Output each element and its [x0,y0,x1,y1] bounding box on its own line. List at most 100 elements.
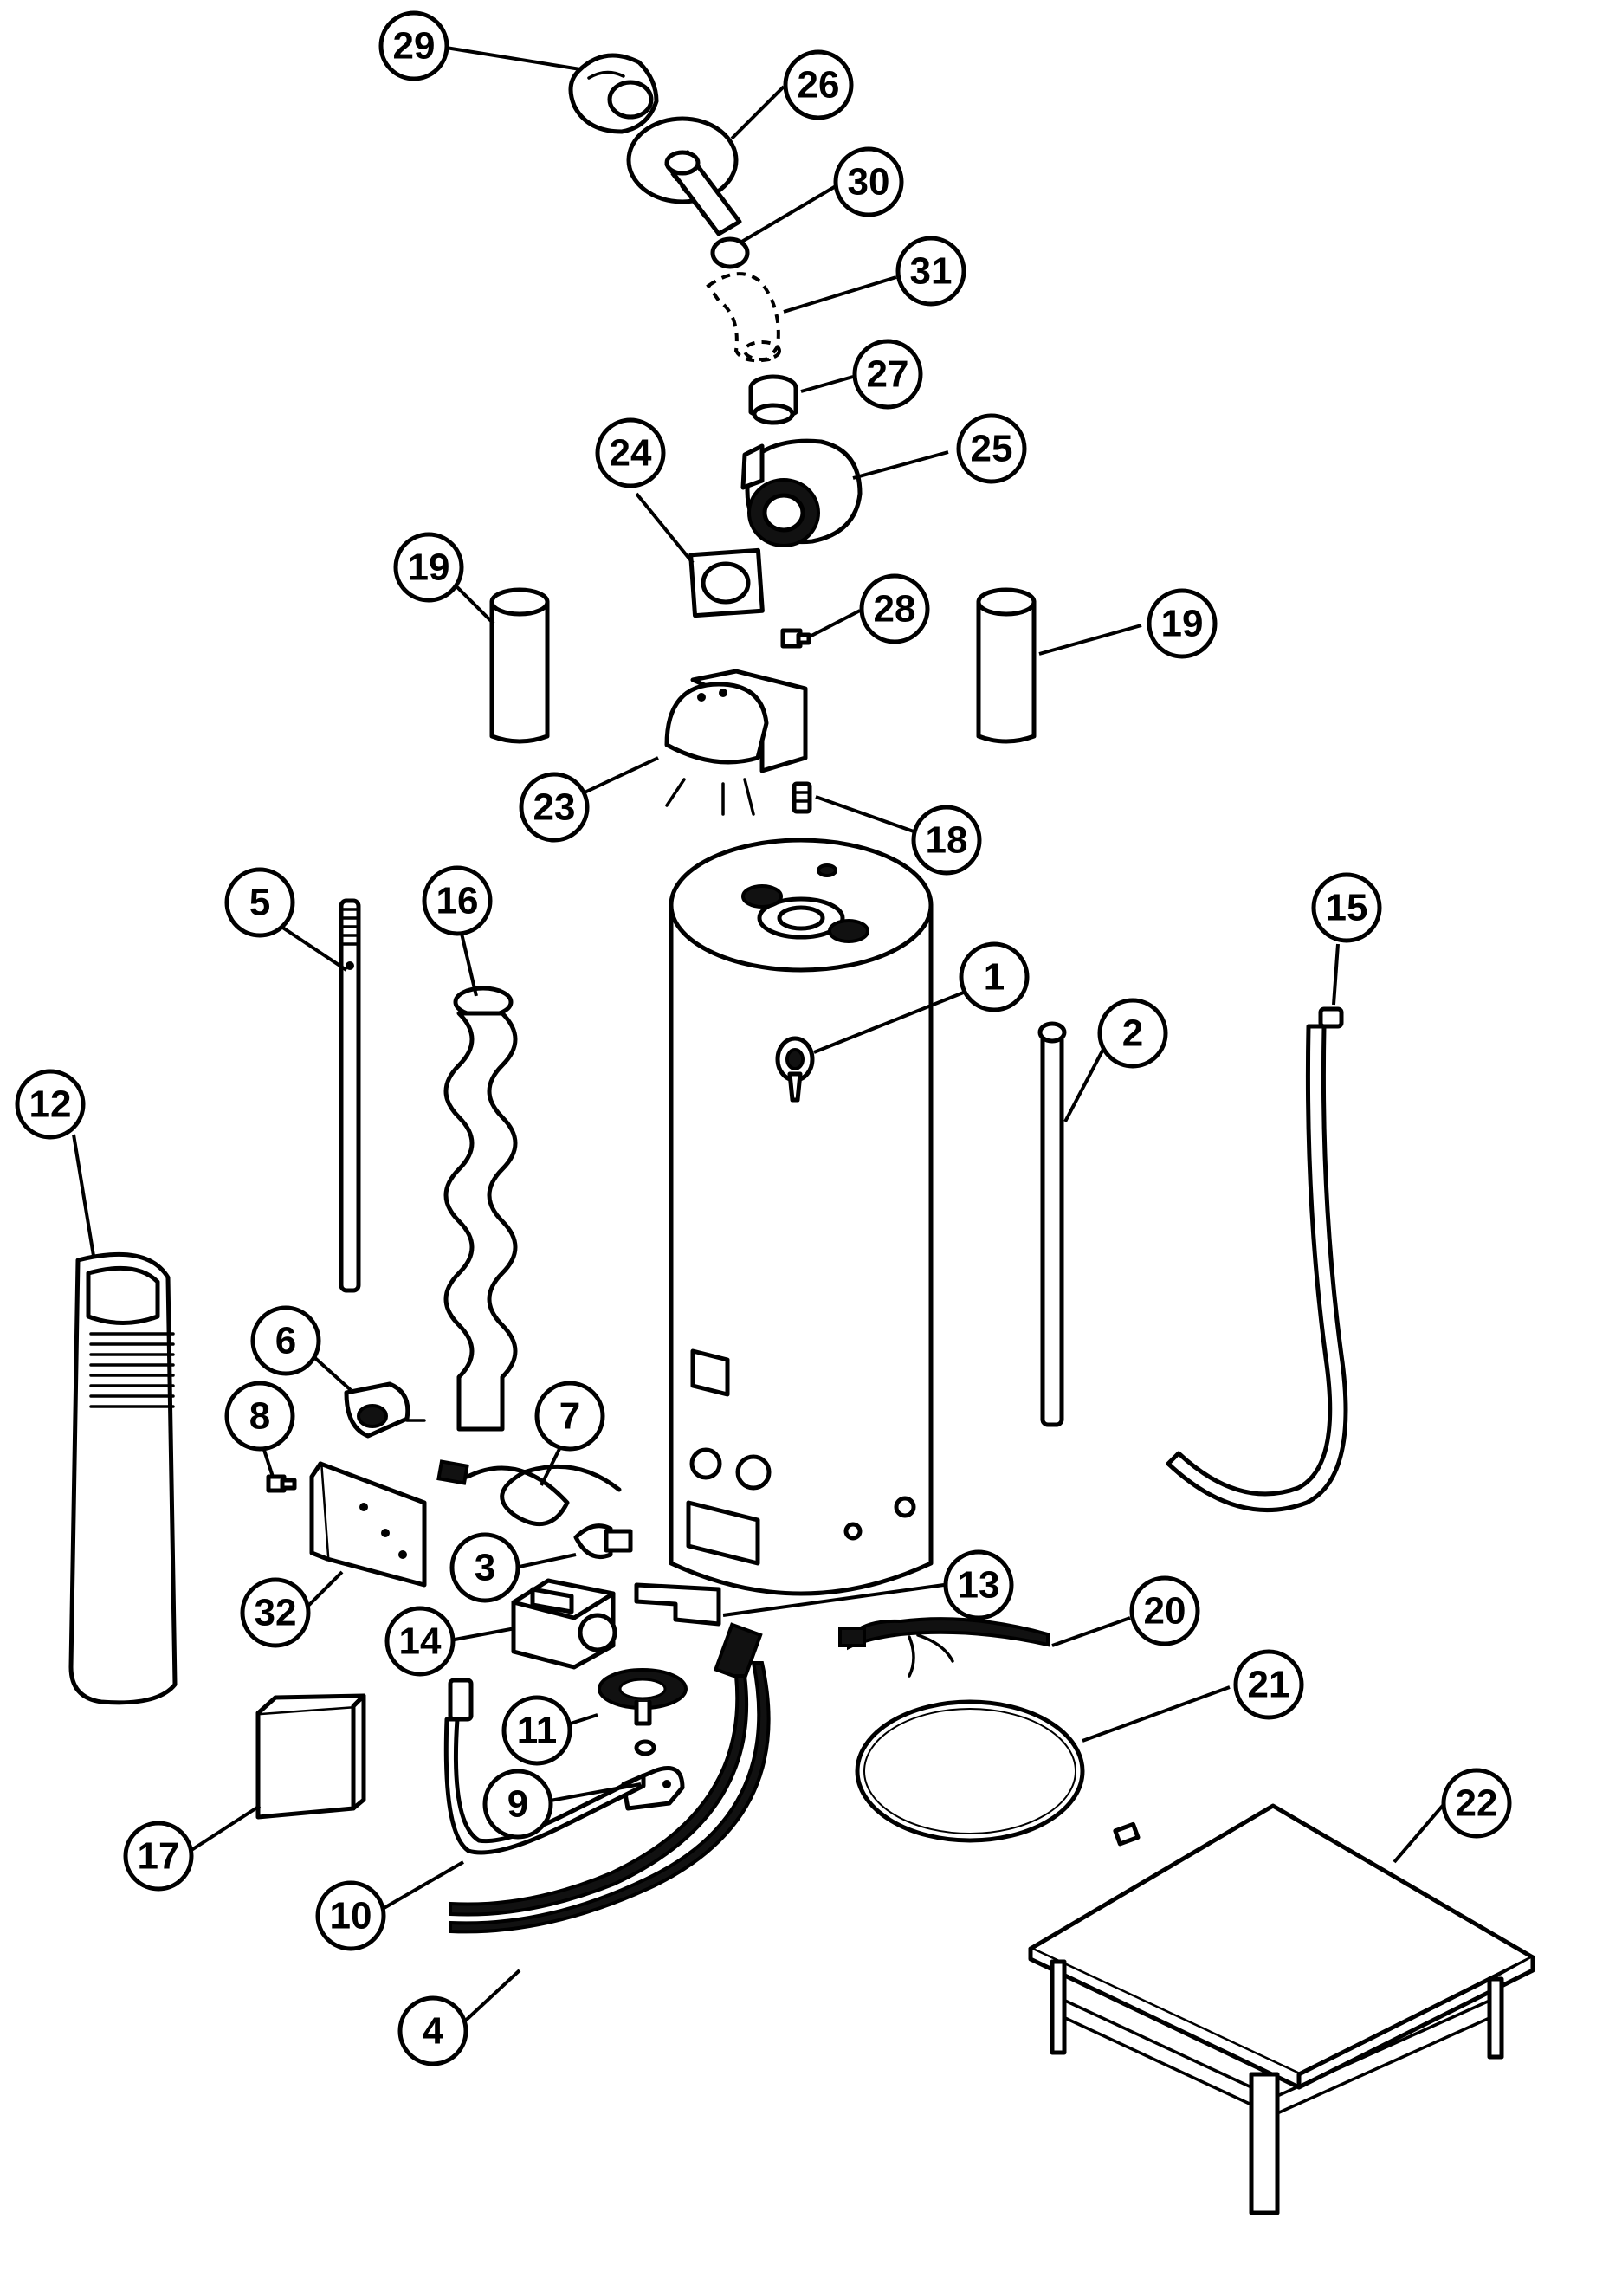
callout-32: 32 [240,1577,311,1648]
part-9-pilot-bracket [621,1739,685,1811]
water-heater-tank [669,838,934,1596]
part-27-vent-adapter [748,374,798,425]
callout-15: 15 [1311,872,1382,943]
part-5-anode-rod [339,898,361,1293]
part-19-heat-trap-left [489,587,550,744]
part-15-dip-tube [1166,1006,1348,1513]
part-1-drain-valve [775,1036,815,1103]
callout-label: 10 [330,1895,372,1937]
part-24-gasket [688,547,765,618]
callout-label: 15 [1326,887,1368,929]
callout-label: 23 [533,786,576,829]
callout-label: 29 [393,25,436,68]
part-8-screw [266,1474,297,1493]
callout-27: 27 [852,339,923,410]
callout-10: 10 [315,1880,386,1951]
part-31-vent-elbow-dashed [706,272,781,363]
callout-label: 12 [29,1083,72,1126]
part-21-ring [855,1699,1141,1847]
callout-23: 23 [519,772,590,843]
callout-label: 32 [255,1592,297,1634]
callout-7: 7 [534,1381,605,1452]
callout-6: 6 [250,1305,321,1376]
callout-31: 31 [895,236,966,307]
callout-label: 4 [423,2010,444,2053]
callout-label: 8 [249,1395,270,1438]
callout-30: 30 [833,146,904,217]
part-13-shield [634,1582,721,1627]
part-14-gas-valve [511,1578,617,1670]
callout-label: 27 [867,353,909,396]
callout-19b: 19 [1147,588,1218,659]
part-6-thermostat [344,1381,426,1439]
callout-20: 20 [1129,1575,1200,1646]
part-22-stand [1028,1803,1535,2215]
callout-22: 22 [1441,1768,1512,1839]
part-2-inlet-tube [1037,1021,1067,1427]
callout-16: 16 [422,865,493,936]
callout-label: 25 [971,428,1013,470]
callout-5: 5 [224,867,295,938]
part-30-vent-pipe [710,236,750,269]
callout-26: 26 [783,49,854,120]
callout-label: 16 [436,880,479,922]
callout-label: 30 [848,161,890,204]
callout-17: 17 [123,1821,194,1892]
callout-label: 1 [984,956,1005,999]
callout-label: 3 [475,1547,495,1589]
callout-label: 13 [958,1564,1000,1607]
callout-21: 21 [1233,1649,1304,1720]
callout-18: 18 [911,805,982,876]
callout-label: 22 [1456,1782,1498,1825]
callout-label: 2 [1122,1012,1143,1055]
part-12-cover-panel [68,1251,178,1705]
callout-label: 20 [1144,1590,1186,1633]
callout-label: 17 [138,1835,180,1878]
part-26-vent-flange [626,116,742,236]
part-19-heat-trap-right [976,587,1037,744]
part-3-fitting [573,1523,633,1559]
callout-label: 5 [249,882,270,924]
callout-label: 26 [798,64,840,107]
callout-label: 14 [399,1620,442,1663]
part-23-burner-assembly [664,669,808,816]
part-32-mounting-bracket [309,1461,427,1588]
callout-2: 2 [1097,998,1168,1069]
callout-28: 28 [859,573,930,644]
part-28-screw [780,628,811,649]
part-7-wire-harness [436,1459,622,1527]
part-4-thermocouple [449,1622,771,1934]
callout-label: 28 [874,588,916,631]
part-18-orifice [792,781,812,814]
callout-24: 24 [595,417,666,488]
callout-3: 3 [449,1532,520,1603]
callout-11: 11 [501,1695,572,1766]
part-25-blower-assembly [740,438,863,547]
part-17-control-box [255,1693,366,1820]
callout-label: 24 [610,432,652,475]
callout-1: 1 [959,941,1030,1012]
callout-19a: 19 [393,532,464,603]
callout-label: 6 [275,1320,296,1362]
callout-label: 21 [1248,1664,1290,1706]
callout-8: 8 [224,1381,295,1452]
callout-14: 14 [384,1606,456,1677]
part-20-gas-hose [838,1617,1050,1678]
callout-label: 19 [408,547,450,589]
callout-label: 7 [559,1395,580,1438]
part-16-flue-baffle [443,986,518,1432]
leader-lines [72,46,1448,2028]
callout-13: 13 [943,1549,1014,1620]
part-29-vent-elbow [568,53,659,134]
callout-25: 25 [956,413,1027,484]
callout-label: 19 [1161,603,1204,645]
callout-label: 31 [910,250,953,293]
part-11-burner-cap [598,1668,688,1726]
callout-4: 4 [397,1995,468,2066]
callout-label: 18 [926,819,968,862]
callout-9: 9 [482,1769,553,1840]
callout-label: 11 [517,1710,558,1752]
callout-29: 29 [378,10,449,81]
callout-label: 9 [507,1783,528,1826]
